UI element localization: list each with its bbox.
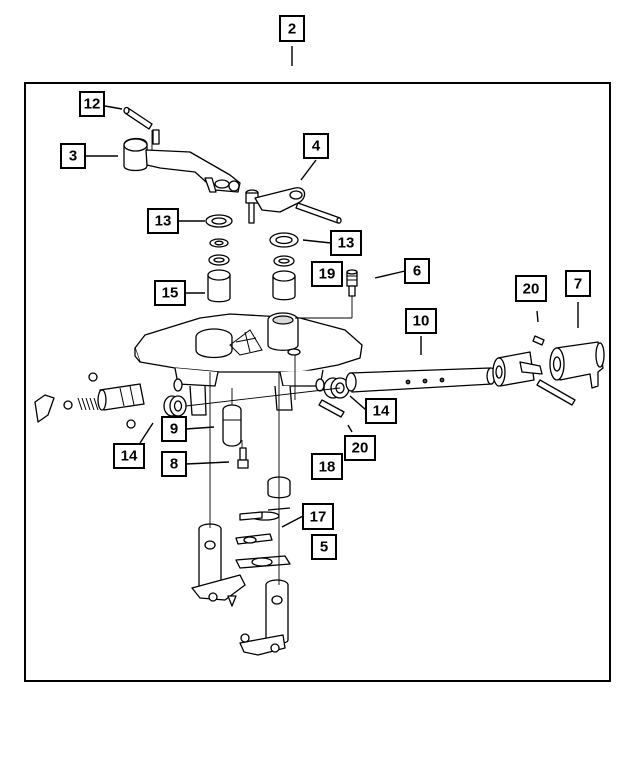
callout-3-label: 3	[69, 148, 77, 165]
part-9-plunger	[222, 404, 242, 447]
part-17-spring-clip	[239, 507, 291, 521]
callout-2: 2	[279, 15, 305, 42]
callout-10-label: 10	[413, 313, 430, 330]
part-12-pin	[123, 106, 153, 130]
callout-18: 18	[311, 453, 343, 480]
callout-18-label: 18	[319, 459, 336, 476]
callout-14-left-label: 14	[121, 448, 138, 465]
part-19-vent-fitting	[346, 269, 358, 297]
callout-8: 8	[161, 451, 187, 477]
callout-20-center: 20	[344, 435, 376, 461]
callout-17: 17	[302, 503, 334, 530]
part-15-bushing-right	[272, 270, 296, 301]
part-3-lever-arm	[123, 129, 241, 193]
callout-4: 4	[303, 133, 329, 159]
callout-13-lower-label: 13	[338, 235, 355, 252]
callout-14-right: 14	[365, 398, 397, 424]
callout-19-label: 19	[319, 266, 336, 283]
shifter-housing	[134, 312, 363, 416]
leader-lines	[85, 46, 579, 528]
callout-19: 19	[311, 261, 343, 287]
callout-12: 12	[79, 91, 105, 117]
callout-7: 7	[565, 270, 591, 297]
part-15-bushing-left	[207, 269, 231, 303]
callout-6-label: 6	[413, 263, 421, 280]
callout-15-label: 15	[162, 285, 179, 302]
lower-shift-shaft-right	[239, 579, 289, 656]
callout-14-left: 14	[113, 443, 145, 469]
callout-2-label: 2	[288, 21, 296, 38]
callout-8-label: 8	[170, 456, 178, 473]
part-20-pin-center	[318, 399, 345, 418]
callout-10: 10	[405, 308, 437, 334]
part-8-bolt	[237, 447, 249, 469]
callout-3: 3	[60, 143, 86, 169]
lower-shift-shaft-left	[191, 523, 246, 607]
callout-12-label: 12	[84, 96, 101, 113]
left-detent-assembly	[34, 372, 187, 429]
callout-13-lower: 13	[330, 230, 362, 256]
callout-20-right: 20	[515, 275, 547, 302]
callout-9-label: 9	[170, 421, 178, 438]
assembly-frame	[24, 82, 611, 682]
part-10-shift-shaft	[345, 367, 496, 393]
callout-13-upper: 13	[147, 208, 179, 234]
washers-right	[273, 255, 295, 267]
part-4-inner-lever	[245, 187, 342, 224]
washers-left	[208, 238, 230, 266]
part-13-seal-right	[269, 232, 299, 248]
callout-13-upper-label: 13	[155, 213, 172, 230]
callout-4-label: 4	[312, 138, 321, 155]
callout-6: 6	[404, 258, 430, 284]
callout-20-center-label: 20	[352, 440, 369, 457]
part-7-shaft-coupler	[492, 341, 605, 406]
callout-9: 9	[161, 416, 187, 442]
callout-17-label: 17	[310, 509, 327, 526]
alignment-lines	[151, 130, 498, 585]
callout-5: 5	[311, 534, 337, 560]
part-20-pin-right	[532, 335, 545, 346]
part-13-seal-left	[205, 214, 233, 228]
callout-7-label: 7	[574, 276, 582, 293]
callout-15: 15	[154, 280, 186, 306]
callout-20-right-label: 20	[523, 281, 540, 298]
part-5-retainer	[235, 533, 291, 569]
callout-5-label: 5	[320, 539, 328, 556]
callout-14-right-label: 14	[373, 403, 390, 420]
